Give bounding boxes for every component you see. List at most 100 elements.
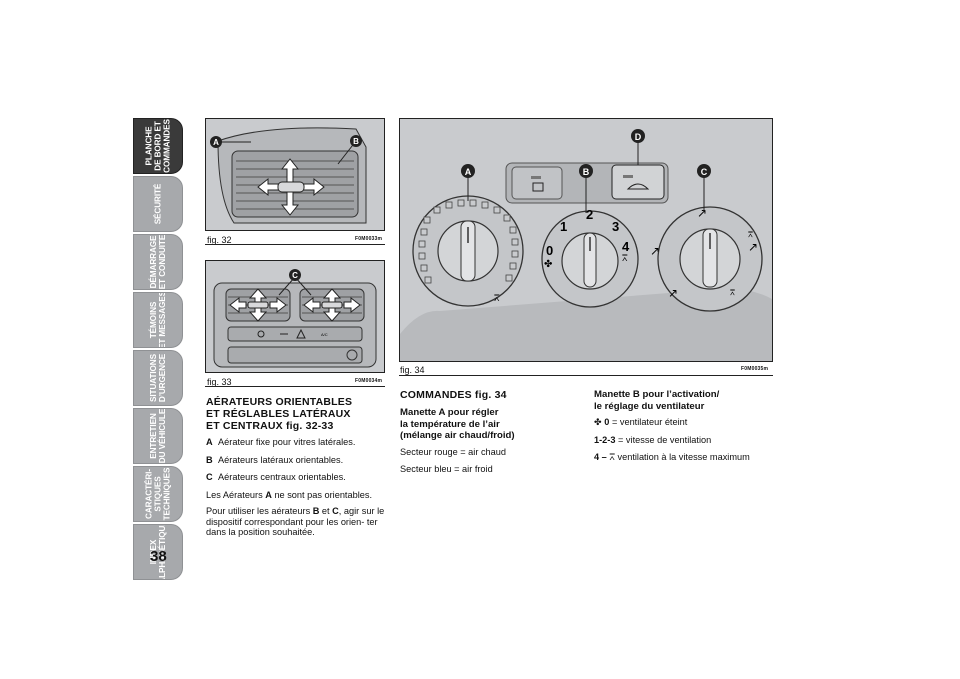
fan-icon: ✤ bbox=[544, 259, 552, 270]
note-letter: A bbox=[265, 489, 272, 500]
tab-label: PLANCHE DE BORD ET COMMANDES bbox=[144, 119, 172, 173]
speed-label-4: 4 bbox=[622, 239, 630, 254]
subheading-line: Manette A pour régler bbox=[400, 407, 499, 418]
subheading: Manette B pour l’activation/ le réglage … bbox=[594, 389, 784, 412]
note-text: ne sont pas orientables. bbox=[271, 489, 372, 500]
svg-text:⩞: ⩞ bbox=[622, 254, 628, 264]
center-vent-illustration: A/C C bbox=[213, 269, 377, 368]
section-heading: AÉRATEURS ORIENTABLES ET RÉGLABLES LATÉR… bbox=[206, 396, 388, 432]
defrost-icon: ⩞ bbox=[609, 452, 615, 462]
figure-34: ⩞ 0 1 2 3 4 ✤ ⩞ ↗ ↗ ↗ ↗ ⩞ ⩞ A B C D bbox=[399, 118, 773, 362]
item-letter: B bbox=[206, 454, 213, 465]
tab-label: CARACTÉRI- STIQUES TECHNIQUES bbox=[144, 467, 172, 521]
figure-33: A/C C bbox=[205, 260, 385, 373]
tab-label: SÉCURITÉ bbox=[153, 183, 163, 225]
figure-code: F0M0034m bbox=[355, 378, 383, 384]
side-vent-illustration: A B bbox=[210, 127, 367, 224]
marker-d: D bbox=[635, 132, 642, 142]
climate-controls-illustration: ⩞ 0 1 2 3 4 ✤ ⩞ ↗ ↗ ↗ ↗ ⩞ ⩞ A B C D bbox=[400, 129, 772, 361]
speed-label-0: 0 bbox=[546, 243, 553, 258]
item-text: Aérateurs latéraux orientables. bbox=[218, 454, 344, 465]
text-line: Secteur bleu = air froid bbox=[400, 464, 493, 474]
figure-code: F0M0035m bbox=[741, 366, 769, 372]
item-text: Aérateurs centraux orientables. bbox=[218, 472, 346, 482]
marker-c: C bbox=[292, 271, 298, 280]
section-heading: COMMANDES fig. 34 bbox=[400, 389, 507, 401]
divider bbox=[205, 386, 385, 387]
svg-text:⩞: ⩞ bbox=[494, 294, 500, 304]
list-item: 4 – ⩞ ventilation à la vitesse maximum bbox=[594, 451, 784, 464]
tab-situations[interactable]: SITUATIONS D’URGENCE bbox=[133, 350, 183, 406]
row-key: 0 bbox=[604, 417, 610, 427]
tab-demarrage[interactable]: DÉMARRAGE ET CONDUITE bbox=[133, 234, 183, 290]
note-letter: B bbox=[312, 506, 320, 516]
figure-32: A B bbox=[205, 118, 385, 231]
note-text: Pour utiliser les aérateurs bbox=[206, 506, 313, 516]
figure-caption: fig. 32 bbox=[207, 235, 232, 245]
tab-label: ENTRETIEN DU VÉHICULE bbox=[149, 408, 167, 464]
marker-c: C bbox=[701, 167, 708, 177]
note-paragraph: Pour utiliser les aérateurs B et C, agir… bbox=[206, 506, 388, 538]
list-item: B Aérateurs latéraux orientables. bbox=[206, 454, 388, 467]
list-item: C Aérateurs centraux orientables. bbox=[206, 471, 388, 484]
svg-text:↗: ↗ bbox=[748, 240, 758, 254]
item-letter: C bbox=[206, 472, 213, 482]
divider bbox=[205, 244, 385, 245]
svg-text:⩞: ⩞ bbox=[730, 288, 735, 297]
subheading: Manette A pour régler la température de … bbox=[400, 407, 580, 442]
subheading-line: Manette B pour l’activation/ bbox=[594, 389, 720, 400]
svg-text:A/C: A/C bbox=[321, 332, 328, 337]
figure-caption: fig. 34 bbox=[400, 365, 425, 375]
svg-text:↗: ↗ bbox=[650, 244, 660, 258]
right-column: Manette B pour l’activation/ le réglage … bbox=[594, 389, 784, 469]
heading-line: ET RÉGLABLES LATÉRAUX bbox=[206, 408, 351, 420]
list-item: A Aérateur fixe pour vitres latérales. bbox=[206, 436, 388, 449]
marker-b: B bbox=[583, 167, 590, 177]
tab-entretien[interactable]: ENTRETIEN DU VÉHICULE bbox=[133, 408, 183, 464]
fan-icon: ✤ bbox=[594, 417, 602, 427]
left-column: AÉRATEURS ORIENTABLES ET RÉGLABLES LATÉR… bbox=[206, 396, 388, 543]
tab-securite[interactable]: SÉCURITÉ bbox=[133, 176, 183, 232]
subheading-line: le réglage du ventilateur bbox=[594, 400, 705, 412]
row-key: 4 – bbox=[594, 452, 607, 462]
subheading-line: la température de l’air bbox=[400, 418, 500, 430]
tab-index[interactable]: INDEX ALPHABÉTIQUE bbox=[133, 524, 183, 580]
figure-caption: fig. 33 bbox=[207, 377, 232, 387]
note-paragraph: Les Aérateurs A ne sont pas orientables. bbox=[206, 489, 388, 502]
speed-label-3: 3 bbox=[612, 219, 619, 234]
marker-b: B bbox=[353, 137, 359, 146]
marker-a: A bbox=[465, 167, 472, 177]
tab-caracteristiques[interactable]: CARACTÉRI- STIQUES TECHNIQUES bbox=[133, 466, 183, 522]
note-letter: C bbox=[332, 506, 339, 516]
page-number: 38 bbox=[150, 548, 167, 565]
tab-label: DÉMARRAGE ET CONDUITE bbox=[149, 234, 167, 290]
heading-line: AÉRATEURS ORIENTABLES bbox=[206, 396, 353, 408]
subheading-line: (mélange air chaud/froid) bbox=[400, 430, 515, 441]
item-text: Aérateur fixe pour vitres latérales. bbox=[218, 437, 356, 447]
note-text: Les Aérateurs bbox=[206, 489, 266, 500]
tab-label: SITUATIONS D’URGENCE bbox=[149, 353, 167, 403]
svg-text:⩞: ⩞ bbox=[748, 230, 753, 239]
tab-temoins[interactable]: TÉMOINS ET MESSAGES bbox=[133, 292, 183, 348]
row-key: 1-2-3 bbox=[594, 434, 616, 445]
row-text: = ventilateur éteint bbox=[611, 417, 688, 427]
text-line: Secteur rouge = air chaud bbox=[400, 446, 506, 457]
divider bbox=[399, 375, 773, 376]
row-text: = vitesse de ventilation bbox=[618, 434, 712, 445]
figure-code: F0M0033m bbox=[355, 236, 383, 242]
speed-label-1: 1 bbox=[560, 219, 567, 234]
list-item: ✤ 0 = ventilateur éteint bbox=[594, 416, 784, 429]
marker-a: A bbox=[213, 138, 219, 147]
speed-label-2: 2 bbox=[586, 207, 593, 222]
item-letter: A bbox=[206, 437, 213, 447]
svg-text:↗: ↗ bbox=[697, 206, 707, 220]
note-text: et bbox=[319, 506, 333, 516]
middle-column: COMMANDES fig. 34 Manette A pour régler … bbox=[400, 389, 580, 481]
tab-planche-de-bord[interactable]: PLANCHE DE BORD ET COMMANDES bbox=[133, 118, 183, 174]
heading-line: ET CENTRAUX fig. 32-33 bbox=[206, 420, 334, 432]
list-item: 1-2-3 = vitesse de ventilation bbox=[594, 434, 784, 447]
note-text: , agir sur le dispositif correspondant p… bbox=[206, 506, 385, 537]
tab-label: TÉMOINS ET MESSAGES bbox=[149, 292, 167, 348]
row-text: ventilation à la vitesse maximum bbox=[617, 452, 750, 462]
svg-text:↗: ↗ bbox=[668, 286, 678, 300]
